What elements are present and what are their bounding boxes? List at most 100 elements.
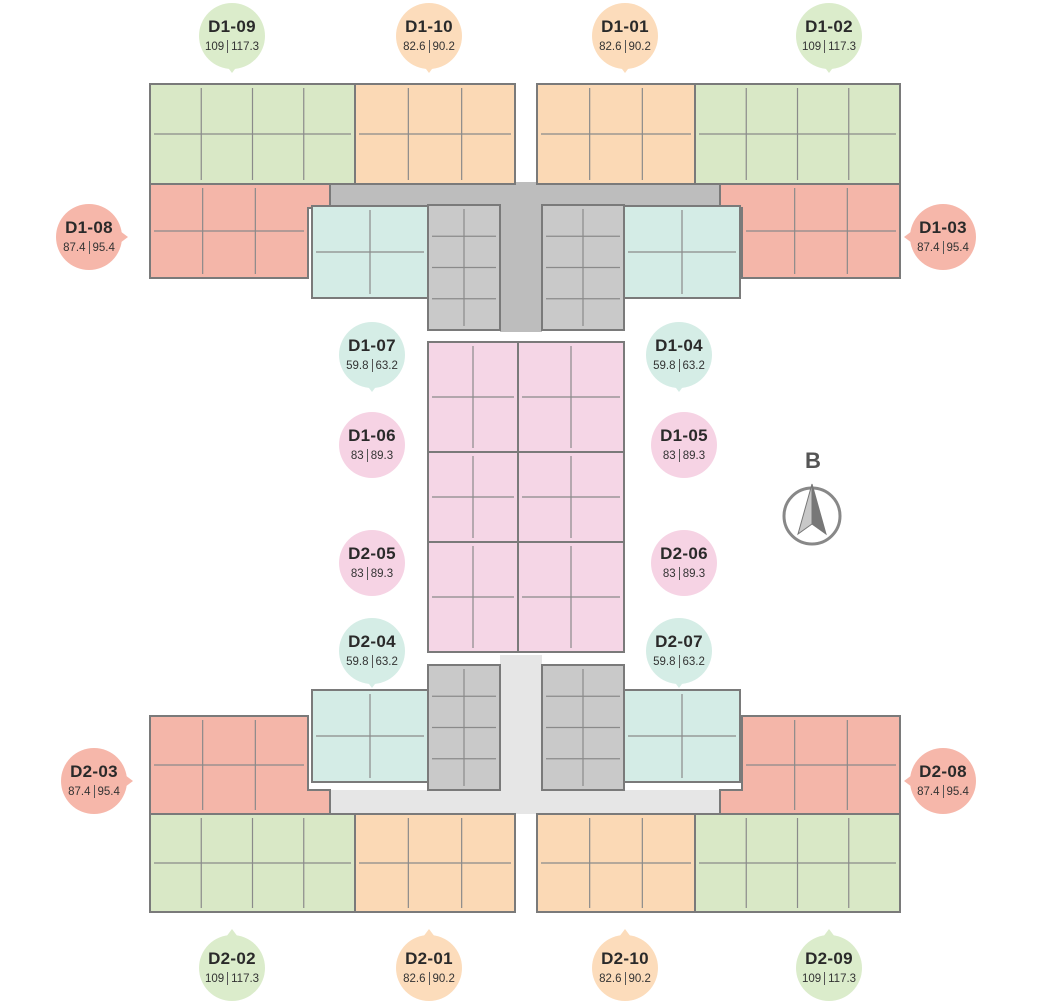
area-separator <box>824 972 826 985</box>
area-separator <box>227 40 229 53</box>
badge-pointer <box>619 65 631 73</box>
area-net: 87.4 <box>917 241 940 254</box>
badge-circle <box>651 530 717 596</box>
area-net: 59.8 <box>653 655 676 668</box>
unit-code: D2-10 <box>601 949 649 968</box>
area-separator <box>371 359 373 372</box>
area-gross: 117.3 <box>231 40 260 53</box>
corridor-north-spine <box>500 182 542 332</box>
badge-circle <box>796 935 862 1001</box>
area-net: 83 <box>662 449 676 462</box>
area-gross: 63.2 <box>682 359 705 372</box>
unit-areas: 83 89.3 <box>647 567 721 580</box>
area-net: 109 <box>801 972 822 985</box>
area-net: 87.4 <box>917 785 940 798</box>
area-gross: 90.2 <box>432 972 455 985</box>
area-separator <box>371 655 373 668</box>
area-gross: 63.2 <box>375 359 398 372</box>
north-compass: B <box>780 448 846 552</box>
unit-code: D2-02 <box>208 949 256 968</box>
badge-pointer <box>673 680 685 688</box>
area-separator <box>942 241 944 254</box>
area-gross: 117.3 <box>828 40 857 53</box>
badge-pointer <box>226 929 238 937</box>
area-gross: 89.3 <box>682 449 706 462</box>
badge-circle <box>199 935 265 1001</box>
area-gross: 89.3 <box>682 567 706 580</box>
unit-code: D1-05 <box>660 426 708 445</box>
badge-pointer <box>366 680 378 688</box>
badge-circle <box>910 204 976 270</box>
area-gross: 89.3 <box>370 449 394 462</box>
compass-arrow-icon <box>782 483 842 546</box>
badge-circle <box>339 412 405 478</box>
unit-code: D2-08 <box>919 762 967 781</box>
unit-code: D2-07 <box>655 632 703 651</box>
badge-pointer <box>226 65 238 73</box>
unit-areas: 83 89.3 <box>647 449 721 462</box>
badge-circle <box>592 3 658 69</box>
badge-pointer <box>423 929 435 937</box>
area-gross: 117.3 <box>828 972 857 985</box>
badge-circle <box>646 618 712 684</box>
area-net: 83 <box>350 449 364 462</box>
unit-areas: 59.8 63.2 <box>642 655 716 668</box>
area-gross: 89.3 <box>370 567 394 580</box>
area-gross: 95.4 <box>92 241 115 254</box>
area-net: 59.8 <box>346 655 369 668</box>
unit-code: D2-04 <box>348 632 396 651</box>
area-separator <box>678 359 680 372</box>
room-partitions <box>154 88 896 908</box>
area-separator <box>428 972 430 985</box>
corridor-south <box>320 790 730 814</box>
area-gross: 95.4 <box>946 785 969 798</box>
area-gross: 63.2 <box>375 655 398 668</box>
unit-badge-d2-08: D2-08 87.4 95.4 <box>904 748 980 814</box>
unit-code: D1-07 <box>348 336 396 355</box>
unit-code: D1-08 <box>65 218 113 237</box>
area-net: 83 <box>662 567 676 580</box>
badge-circle <box>592 935 658 1001</box>
area-gross: 63.2 <box>682 655 705 668</box>
badge-pointer <box>904 775 912 787</box>
unit-areas: 87.4 95.4 <box>906 785 980 798</box>
badge-pointer <box>366 384 378 392</box>
unit-areas: 109 117.3 <box>792 972 866 985</box>
unit-code: D2-03 <box>70 762 118 781</box>
area-net: 83 <box>350 567 364 580</box>
badge-circle <box>910 748 976 814</box>
unit-code: D1-04 <box>655 336 703 355</box>
area-gross: 90.2 <box>628 972 651 985</box>
unit-code: D2-06 <box>660 544 708 563</box>
unit-badge-d2-04: D2-04 59.8 63.2 <box>335 618 409 688</box>
area-net: 82.6 <box>403 972 426 985</box>
area-separator <box>624 972 626 985</box>
area-net: 59.8 <box>653 359 676 372</box>
badge-circle <box>339 618 405 684</box>
badge-circle <box>61 748 127 814</box>
badge-circle <box>339 322 405 388</box>
unit-areas: 59.8 63.2 <box>642 359 716 372</box>
area-separator <box>428 40 430 53</box>
